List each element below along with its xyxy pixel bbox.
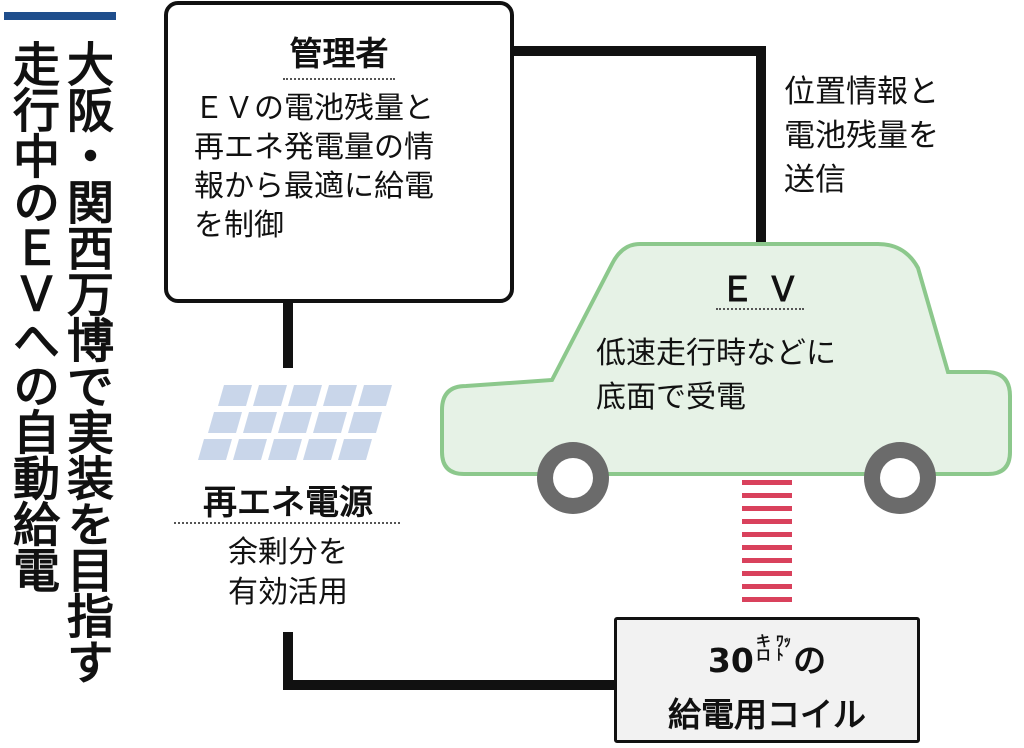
coil-unit-bottom: ロ ﾄ: [755, 646, 784, 664]
transmit-line-2: 電池残量を: [784, 118, 939, 154]
connector-renewable-to-coil: [283, 632, 616, 690]
solar-panel-icon: [198, 385, 392, 460]
manager-description: ＥＶの電池残量と 再エネ発電量の情 報から最適に給電 を制御: [194, 89, 434, 245]
coil-power-value: 30: [707, 641, 754, 680]
manager-box: 管理者 ＥＶの電池残量と 再エネ発電量の情 報から最適に給電 を制御: [164, 1, 514, 303]
ev-line-2: 底面で受電: [596, 380, 746, 415]
coil-line-2: 給電用コイル: [668, 695, 866, 734]
renewable-line-1: 余剰分を: [228, 535, 348, 570]
transmit-label: 位置情報と 電池残量を 送信: [784, 70, 939, 202]
front-wheel-icon: [537, 442, 609, 514]
manager-line-4: を制御: [194, 208, 284, 243]
renewable-line-2: 有効活用: [228, 575, 348, 610]
ev-description: 低速走行時などに 底面で受電: [596, 332, 926, 420]
renewable-description: 余剰分を 有効活用: [168, 533, 408, 613]
headline-column-left: 走行中のＥＶへの自動給電: [4, 40, 59, 592]
renewable-title-underline: [174, 522, 400, 524]
connector-manager-to-car: [512, 46, 766, 245]
ev-title: Ｅ Ｖ: [720, 270, 800, 310]
manager-line-3: 報から最適に給電: [194, 169, 434, 204]
renewable-title: 再エネ電源: [203, 483, 373, 523]
headline-column-right: 大阪・関西万博で実装を目指す: [58, 40, 113, 684]
manager-line-2: 再エネ発電量の情: [194, 130, 434, 165]
headline-rule: [4, 12, 116, 20]
manager-title: 管理者: [289, 34, 389, 73]
transmit-line-1: 位置情報と: [784, 74, 939, 110]
ev-title-underline: [716, 308, 804, 310]
manager-line-1: ＥＶの電池残量と: [194, 91, 434, 126]
coil-suffix: の: [793, 641, 827, 680]
ev-line-1: 低速走行時などに: [596, 336, 836, 371]
manager-title-underline: [283, 78, 395, 80]
coil-unit-top: キ ﾜｯ: [755, 632, 792, 650]
coil-unit: キ ﾜｯロ ﾄ: [755, 632, 792, 664]
car-body-icon: [440, 242, 1012, 476]
transmit-line-3: 送信: [784, 162, 846, 198]
rear-wheel-icon: [864, 442, 936, 514]
induction-field-icon: [742, 480, 792, 602]
